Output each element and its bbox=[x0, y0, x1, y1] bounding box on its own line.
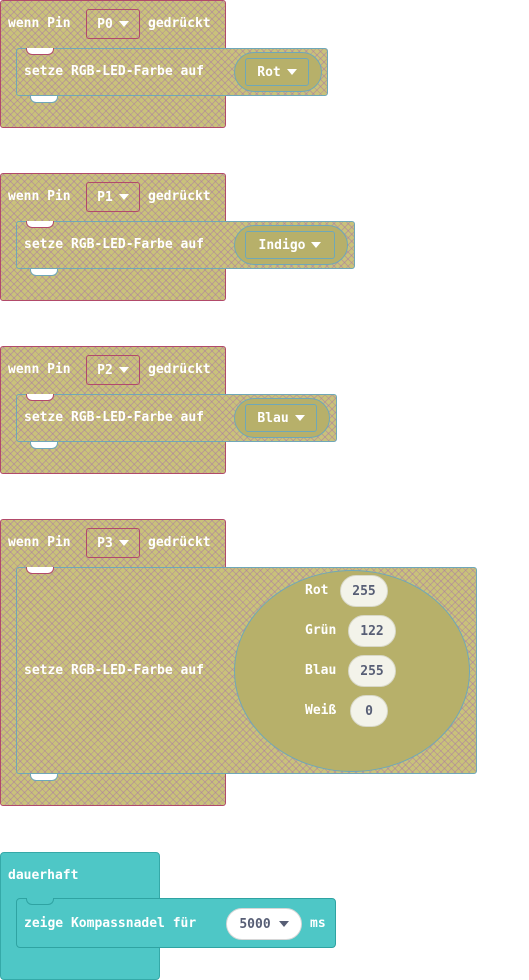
action-label: setze RGB-LED-Farbe auf bbox=[24, 237, 205, 252]
chevron-down-icon bbox=[118, 367, 129, 373]
rgb-label-white: Weiß bbox=[305, 703, 337, 718]
block-notch bbox=[26, 48, 54, 55]
chevron-down-icon bbox=[118, 540, 129, 546]
rgb-label-green: Grün bbox=[305, 623, 337, 638]
duration-dropdown[interactable]: 5000 bbox=[226, 908, 302, 940]
block-notch bbox=[30, 442, 58, 449]
color-dropdown-blau[interactable]: Blau bbox=[245, 404, 317, 432]
hat-label-wenn-pin: wenn Pin bbox=[8, 16, 71, 31]
block-notch bbox=[26, 221, 54, 228]
block-notch bbox=[26, 394, 54, 401]
pin-dropdown-p0[interactable]: P0 bbox=[86, 9, 140, 39]
pin-value: P1 bbox=[97, 189, 113, 205]
rgb-label-red: Rot bbox=[305, 583, 329, 598]
block-notch bbox=[26, 567, 54, 574]
hat-label-gedrueckt: gedrückt bbox=[148, 362, 211, 377]
hat-label-gedrueckt: gedrückt bbox=[148, 16, 211, 31]
hat-label-gedrueckt: gedrückt bbox=[148, 535, 211, 550]
action-label: setze RGB-LED-Farbe auf bbox=[24, 64, 205, 79]
hat-label-wenn-pin: wenn Pin bbox=[8, 362, 71, 377]
block-notch bbox=[30, 96, 58, 103]
rgb-value-white[interactable]: 0 bbox=[350, 695, 388, 727]
action-label: setze RGB-LED-Farbe auf bbox=[24, 410, 205, 425]
color-value: Blau bbox=[257, 410, 289, 426]
pin-value: P2 bbox=[97, 362, 113, 378]
rgb-label-blue: Blau bbox=[305, 663, 337, 678]
pin-dropdown-p1[interactable]: P1 bbox=[86, 182, 140, 212]
color-value: Rot bbox=[257, 64, 281, 80]
color-dropdown-indigo[interactable]: Indigo bbox=[245, 231, 335, 259]
rgb-value-blue[interactable]: 255 bbox=[348, 655, 396, 687]
action-label: setze RGB-LED-Farbe auf bbox=[24, 663, 205, 678]
duration-value: 5000 bbox=[239, 916, 271, 932]
hat-label-gedrueckt: gedrückt bbox=[148, 189, 211, 204]
chevron-down-icon bbox=[294, 415, 305, 421]
block-notch bbox=[30, 269, 58, 276]
forever-label: dauerhaft bbox=[8, 868, 79, 883]
chevron-down-icon bbox=[311, 242, 322, 248]
unit-label: ms bbox=[310, 916, 326, 931]
color-dropdown-rot[interactable]: Rot bbox=[245, 58, 309, 86]
color-value: Indigo bbox=[258, 237, 306, 253]
pin-dropdown-p3[interactable]: P3 bbox=[86, 528, 140, 558]
action-label: zeige Kompassnadel für bbox=[24, 916, 197, 931]
pin-dropdown-p2[interactable]: P2 bbox=[86, 355, 140, 385]
pin-value: P3 bbox=[97, 535, 113, 551]
chevron-down-icon bbox=[118, 194, 129, 200]
chevron-down-icon bbox=[286, 69, 297, 75]
block-notch bbox=[26, 898, 54, 905]
rgb-value-red[interactable]: 255 bbox=[340, 575, 388, 607]
block-notch bbox=[30, 774, 58, 781]
hat-label-wenn-pin: wenn Pin bbox=[8, 535, 71, 550]
hat-label-wenn-pin: wenn Pin bbox=[8, 189, 71, 204]
chevron-down-icon bbox=[278, 921, 289, 927]
pin-value: P0 bbox=[97, 16, 113, 32]
chevron-down-icon bbox=[118, 21, 129, 27]
rgb-value-green[interactable]: 122 bbox=[348, 615, 396, 647]
